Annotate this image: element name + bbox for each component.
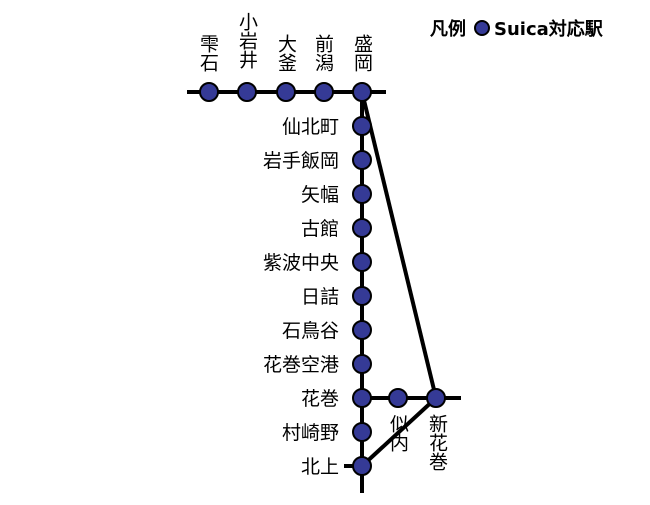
station-label-shiwachuo: 紫波中央: [262, 252, 339, 274]
station-marker-nitanai: [388, 388, 408, 408]
station-label-iwateiioka: 岩手飯岡: [262, 150, 339, 172]
station-label-nitanai: 似内: [387, 414, 409, 452]
legend-entry: Suica対応駅: [474, 15, 603, 41]
station-label-furudate: 古館: [300, 218, 339, 240]
station-marker-koiwai: [237, 82, 257, 102]
shinkansen-connector-line: [360, 91, 438, 399]
station-label-hanamakikuko: 花巻空港: [262, 354, 339, 376]
station-marker-kitakami: [352, 456, 372, 476]
station-label-murasakino: 村崎野: [281, 422, 339, 444]
station-label-shinhanamaki: 新花巻: [426, 414, 448, 471]
station-label-shizukuishi: 雫石: [197, 34, 219, 72]
station-marker-omagama: [276, 82, 296, 102]
station-label-maegata: 前潟: [312, 34, 334, 72]
station-marker-shinhanamaki: [426, 388, 446, 408]
station-marker-furudate: [352, 218, 372, 238]
station-marker-morioka: [352, 82, 372, 102]
station-marker-hizume: [352, 286, 372, 306]
station-marker-senbokucho: [352, 116, 372, 136]
kitakami-to-shinhanamaki-line: [360, 396, 438, 468]
station-label-hizume: 日詰: [300, 286, 339, 308]
station-marker-ishidoriya: [352, 320, 372, 340]
station-marker-yahaba: [352, 184, 372, 204]
station-marker-iwateiioka: [352, 150, 372, 170]
station-label-morioka: 盛岡: [351, 34, 373, 72]
station-label-koiwai: 小岩井: [236, 12, 258, 69]
legend: 凡例 Suica対応駅: [430, 16, 603, 40]
station-marker-maegata: [314, 82, 334, 102]
station-marker-hanamakikuko: [352, 354, 372, 374]
suica-station-marker-icon: [474, 20, 490, 36]
station-marker-murasakino: [352, 422, 372, 442]
station-label-senbokucho: 仙北町: [281, 116, 339, 138]
legend-title: 凡例: [430, 19, 466, 40]
station-marker-shiwachuo: [352, 252, 372, 272]
station-label-omagama: 大釜: [275, 34, 297, 72]
station-label-kitakami: 北上: [300, 456, 339, 478]
station-label-yahaba: 矢幅: [300, 184, 339, 206]
station-marker-hanamaki: [352, 388, 372, 408]
legend-label: Suica対応駅: [494, 19, 603, 40]
station-label-hanamaki: 花巻: [300, 388, 339, 410]
station-marker-shizukuishi: [199, 82, 219, 102]
station-label-ishidoriya: 石鳥谷: [281, 320, 339, 342]
